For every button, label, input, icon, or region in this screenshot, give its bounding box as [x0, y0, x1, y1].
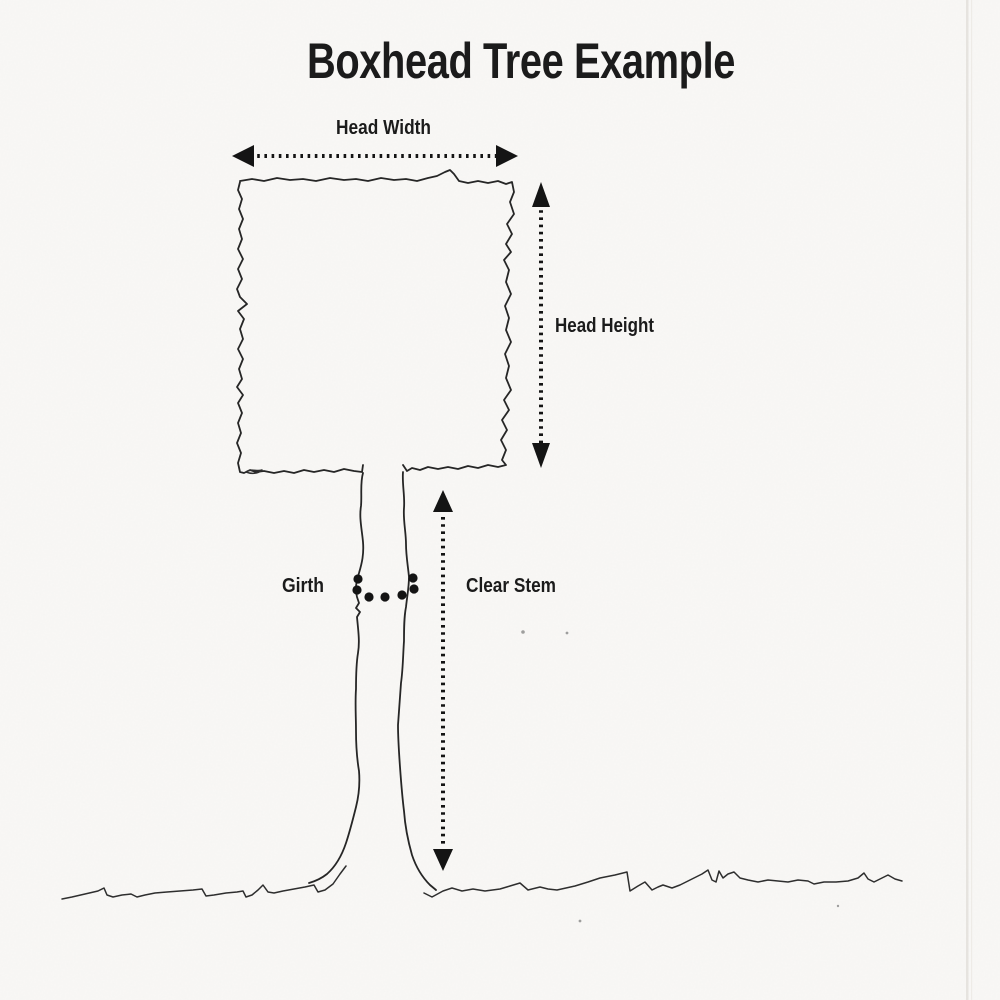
scan-crease: [966, 0, 969, 1000]
trunk-right-line: [397, 471, 437, 891]
tree-head-corner-squiggle: [245, 469, 263, 475]
scan-crease-highlight: [971, 0, 973, 1000]
head-width-annotation: Head Width: [232, 117, 518, 167]
girth-dot: [353, 574, 363, 584]
arrowhead-down-icon: [532, 443, 550, 468]
arrowhead-up-icon: [532, 182, 550, 207]
girth-dot: [380, 592, 390, 602]
arrowhead-up-icon: [433, 490, 453, 512]
paper-speck: [578, 919, 582, 923]
trunk-left-line: [308, 472, 365, 884]
tree-head-outline: [236, 169, 515, 474]
ground-line-left: [61, 865, 347, 900]
girth-marks-icon: [352, 573, 419, 602]
clear-stem-annotation: Clear Stem: [433, 490, 556, 871]
arrowhead-right-icon: [496, 145, 518, 167]
head-height-label: Head Height: [555, 315, 654, 337]
girth-dot: [408, 573, 418, 583]
girth-label: Girth: [282, 575, 324, 597]
head-height-annotation: Head Height: [532, 182, 654, 468]
ground-line-right: [423, 869, 903, 898]
arrowhead-down-icon: [433, 849, 453, 871]
girth-dot: [352, 585, 362, 595]
girth-dot: [397, 590, 407, 600]
paper-speck: [521, 630, 525, 634]
arrowhead-left-icon: [232, 145, 254, 167]
girth-dot: [364, 592, 374, 602]
clear-stem-label: Clear Stem: [466, 575, 556, 597]
head-width-label: Head Width: [336, 117, 431, 139]
girth-dot: [409, 584, 419, 594]
diagram-title: Boxhead Tree Example: [307, 33, 735, 89]
paper-speck: [836, 904, 840, 908]
girth-annotation: Girth: [282, 573, 419, 602]
paper-speck: [565, 631, 569, 635]
